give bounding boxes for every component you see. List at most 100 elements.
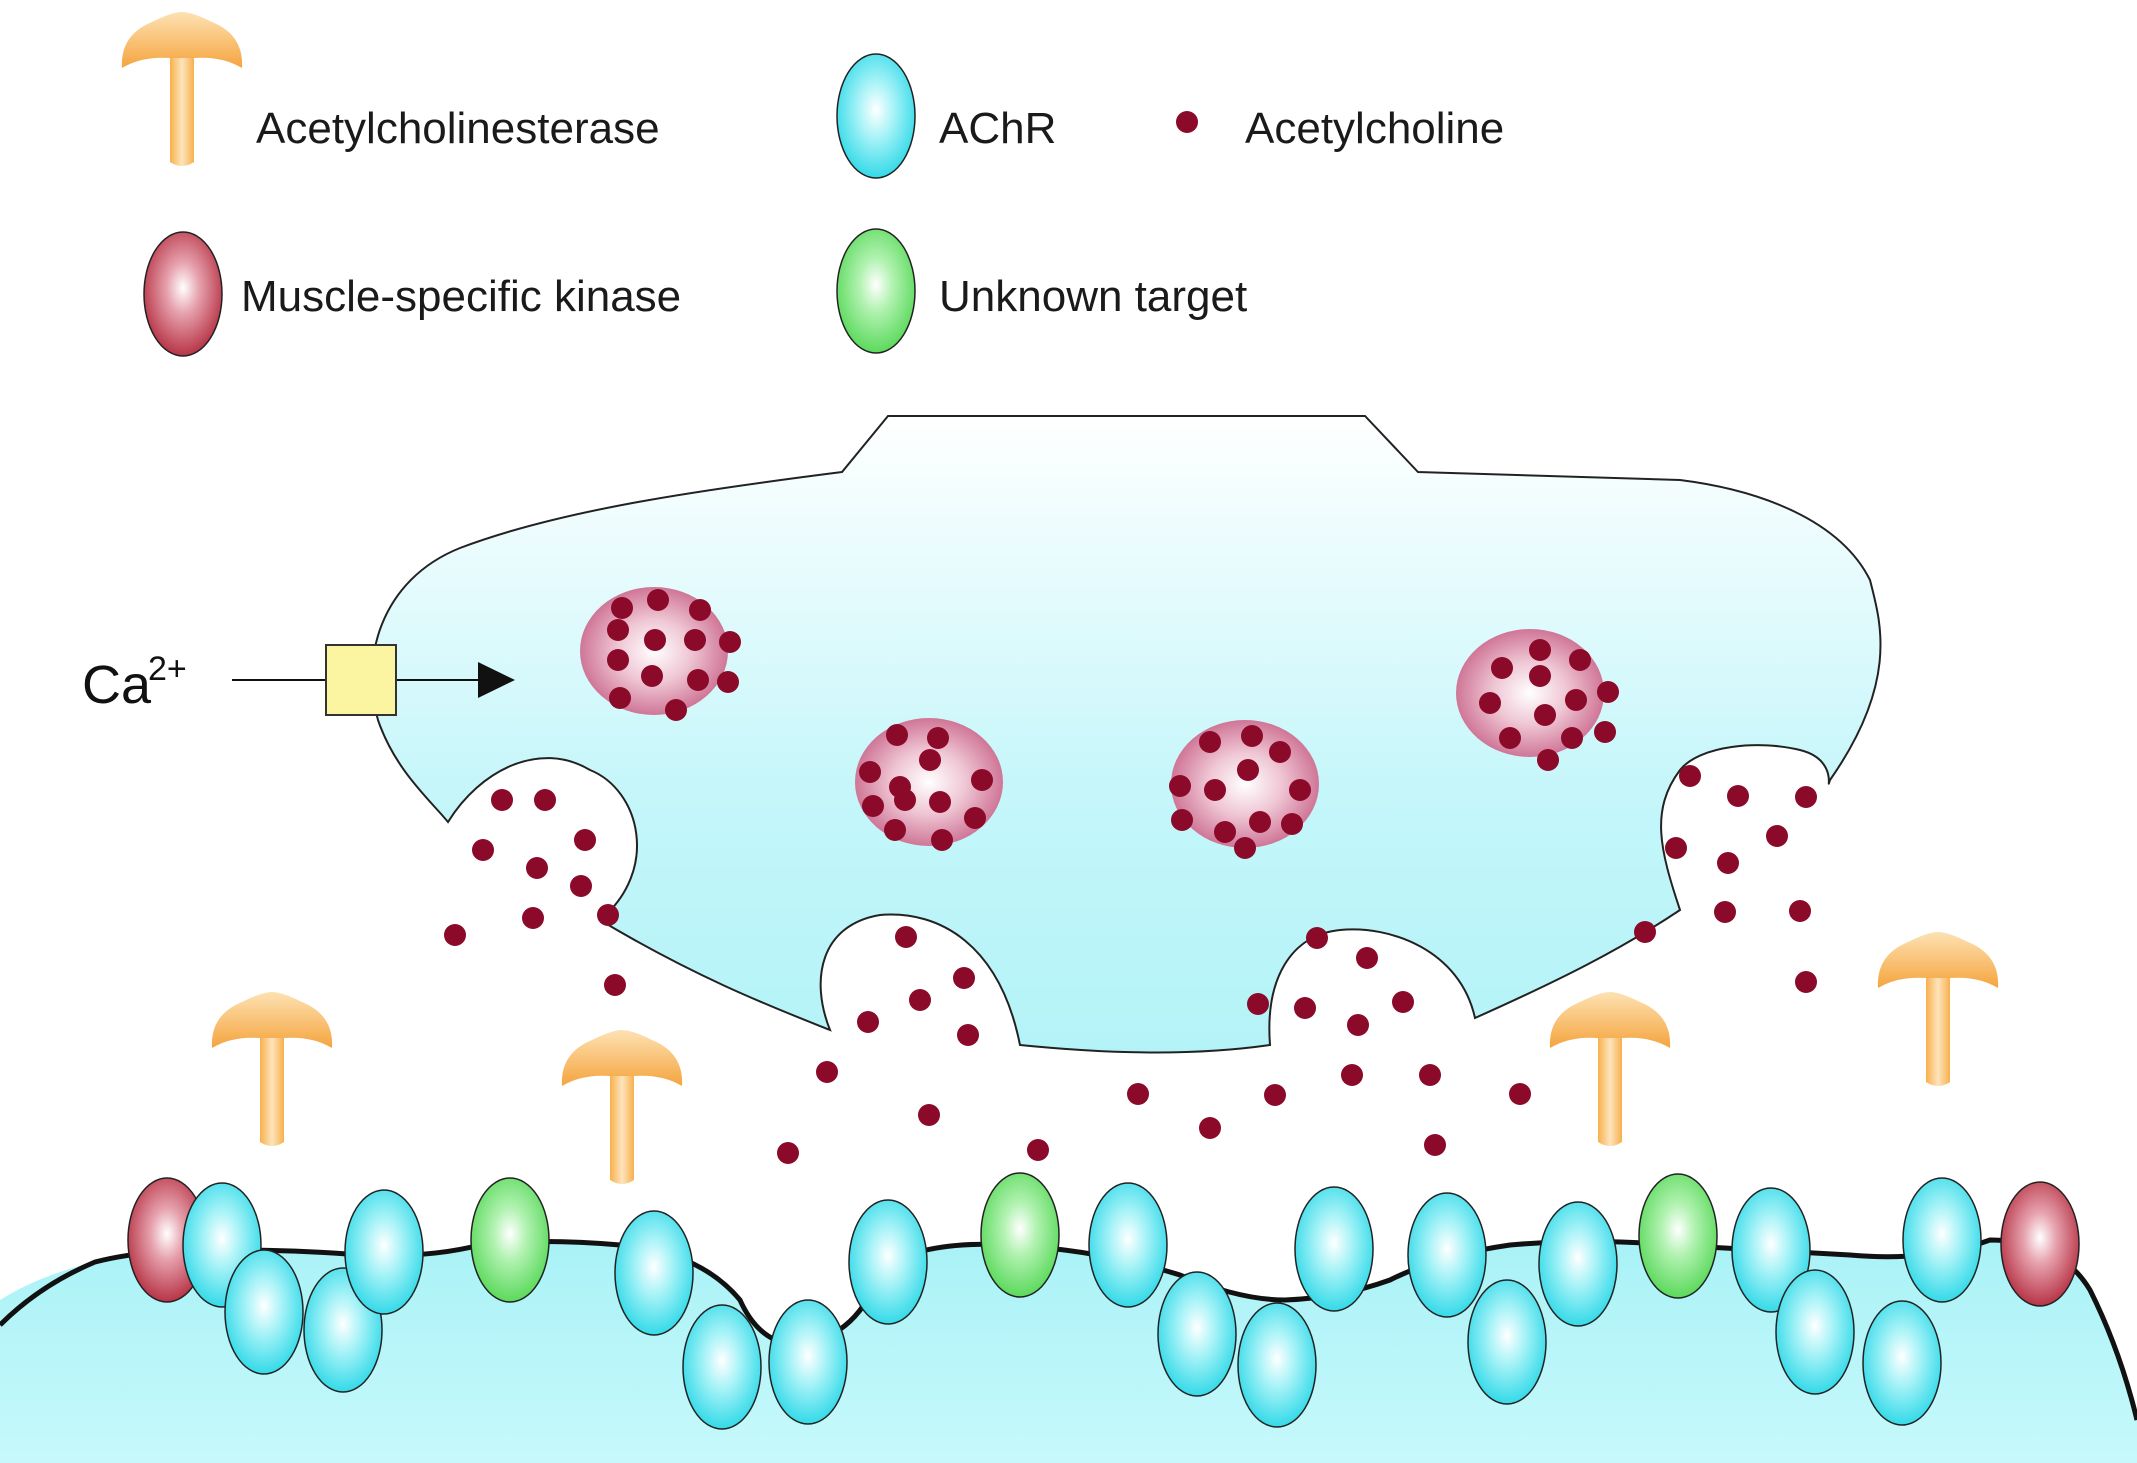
acetylcholine-dot — [1565, 689, 1587, 711]
calcium-channel-box — [325, 644, 397, 716]
acetylcholine-dot — [491, 789, 513, 811]
acetylcholine-dot — [957, 1024, 979, 1046]
acetylcholine-dot — [886, 724, 908, 746]
legend-unknown-label: Unknown target — [939, 272, 1247, 321]
vesicle — [1456, 629, 1604, 757]
calcium-arrow-head — [478, 662, 515, 698]
acetylcholine-dot — [1479, 692, 1501, 714]
acetylcholine-dot — [1594, 721, 1616, 743]
acetylcholine-dot — [1281, 813, 1303, 835]
acetylcholine-dot — [953, 967, 975, 989]
achr-receptor — [614, 1210, 694, 1336]
acetylcholine-dot — [1419, 1064, 1441, 1086]
acetylcholine-dot — [777, 1142, 799, 1164]
acetylcholine-dot — [1529, 639, 1551, 661]
achr-receptor — [1088, 1182, 1168, 1308]
calcium-symbol: Ca — [82, 655, 152, 715]
acetylcholine-dot — [895, 926, 917, 948]
acetylcholine-dot — [1727, 785, 1749, 807]
acetylcholine-dot — [1597, 681, 1619, 703]
achr-receptor — [1538, 1201, 1618, 1327]
acetylcholine-dot — [1237, 759, 1259, 781]
acetylcholine-dot — [964, 807, 986, 829]
acetylcholinesterase-icon — [1549, 992, 1671, 1146]
achr-receptor — [1731, 1187, 1811, 1313]
acetylcholine-dot — [1356, 947, 1378, 969]
acetylcholine-dot — [971, 769, 993, 791]
acetylcholine-dot — [684, 629, 706, 651]
acetylcholine-dot — [1665, 837, 1687, 859]
acetylcholine-dot — [644, 629, 666, 651]
acetylcholine-dot — [534, 789, 556, 811]
acetylcholine-dot — [909, 989, 931, 1011]
acetylcholine-dot — [604, 974, 626, 996]
acetylcholine-dot — [857, 1011, 879, 1033]
achr-receptor — [1237, 1302, 1317, 1428]
acetylcholine-dot — [647, 589, 669, 611]
acetylcholinesterase-icon — [1877, 932, 1999, 1086]
acetylcholine-dot — [526, 857, 548, 879]
legend-musk-label: Muscle-specific kinase — [241, 272, 681, 321]
acetylcholine-dot — [1509, 1083, 1531, 1105]
calcium-charge: 2+ — [148, 650, 187, 688]
acetylcholine-dot — [1234, 837, 1256, 859]
achr-receptor — [848, 1199, 928, 1325]
acetylcholine-dot — [687, 669, 709, 691]
achr-receptor — [1294, 1186, 1374, 1312]
acetylcholine-dot — [607, 619, 629, 641]
acetylcholine-molecules — [444, 589, 1817, 1164]
acetylcholine-dot — [1247, 993, 1269, 1015]
acetylcholine-dot — [1169, 775, 1191, 797]
acetylcholine-dot — [609, 687, 631, 709]
acetylcholine-dot — [1789, 900, 1811, 922]
acetylcholine-dot — [689, 599, 711, 621]
acetylcholine-dot — [472, 839, 494, 861]
acetylcholine-dot — [1392, 991, 1414, 1013]
achr-receptor — [344, 1189, 424, 1315]
achr-receptor — [1902, 1177, 1982, 1303]
acetylcholine-dot — [1795, 971, 1817, 993]
unknown-target — [1638, 1173, 1718, 1299]
legend-acetylcholinesterase-icon — [121, 12, 243, 166]
acetylcholine-dot — [717, 671, 739, 693]
acetylcholine-dot — [1529, 665, 1551, 687]
acetylcholine-dot — [1127, 1083, 1149, 1105]
legend: Acetylcholinesterase AChR Acetylcholine … — [121, 12, 1504, 357]
acetylcholine-dot — [1537, 749, 1559, 771]
acetylcholine-dot — [1717, 852, 1739, 874]
acetylcholine-dot — [1347, 1014, 1369, 1036]
legend-achr-label: AChR — [939, 104, 1056, 153]
acetylcholine-dot — [1171, 809, 1193, 831]
acetylcholinesterase-icon — [561, 1030, 683, 1184]
acetylcholine-dot — [1561, 727, 1583, 749]
acetylcholine-dot — [611, 597, 633, 619]
legend-unknown-icon — [836, 228, 916, 354]
acetylcholine-dot — [665, 699, 687, 721]
acetylcholine-dot — [1204, 779, 1226, 801]
receptors — [127, 1172, 2080, 1430]
acetylcholine-dot — [597, 904, 619, 926]
legend-acetylcholine-icon — [1176, 111, 1198, 133]
achr-receptor — [1157, 1271, 1237, 1397]
acetylcholine-dot — [522, 907, 544, 929]
acetylcholine-dot — [1714, 901, 1736, 923]
unknown-target — [980, 1172, 1060, 1298]
achr-receptor — [224, 1249, 304, 1375]
acetylcholine-dot — [1569, 649, 1591, 671]
calcium-channel — [232, 644, 515, 716]
acetylcholine-dot — [574, 829, 596, 851]
acetylcholine-dot — [919, 749, 941, 771]
acetylcholine-dot — [918, 1104, 940, 1126]
acetylcholine-dot — [1679, 765, 1701, 787]
acetylcholine-dot — [1289, 779, 1311, 801]
acetylcholine-dot — [1294, 997, 1316, 1019]
muscle-specific-kinase — [2000, 1181, 2080, 1307]
acetylcholine-dot — [1534, 704, 1556, 726]
acetylcholine-dot — [859, 761, 881, 783]
acetylcholine-dot — [444, 924, 466, 946]
achr-receptor — [682, 1304, 762, 1430]
acetylcholine-dot — [894, 789, 916, 811]
achr-receptor — [1467, 1279, 1547, 1405]
